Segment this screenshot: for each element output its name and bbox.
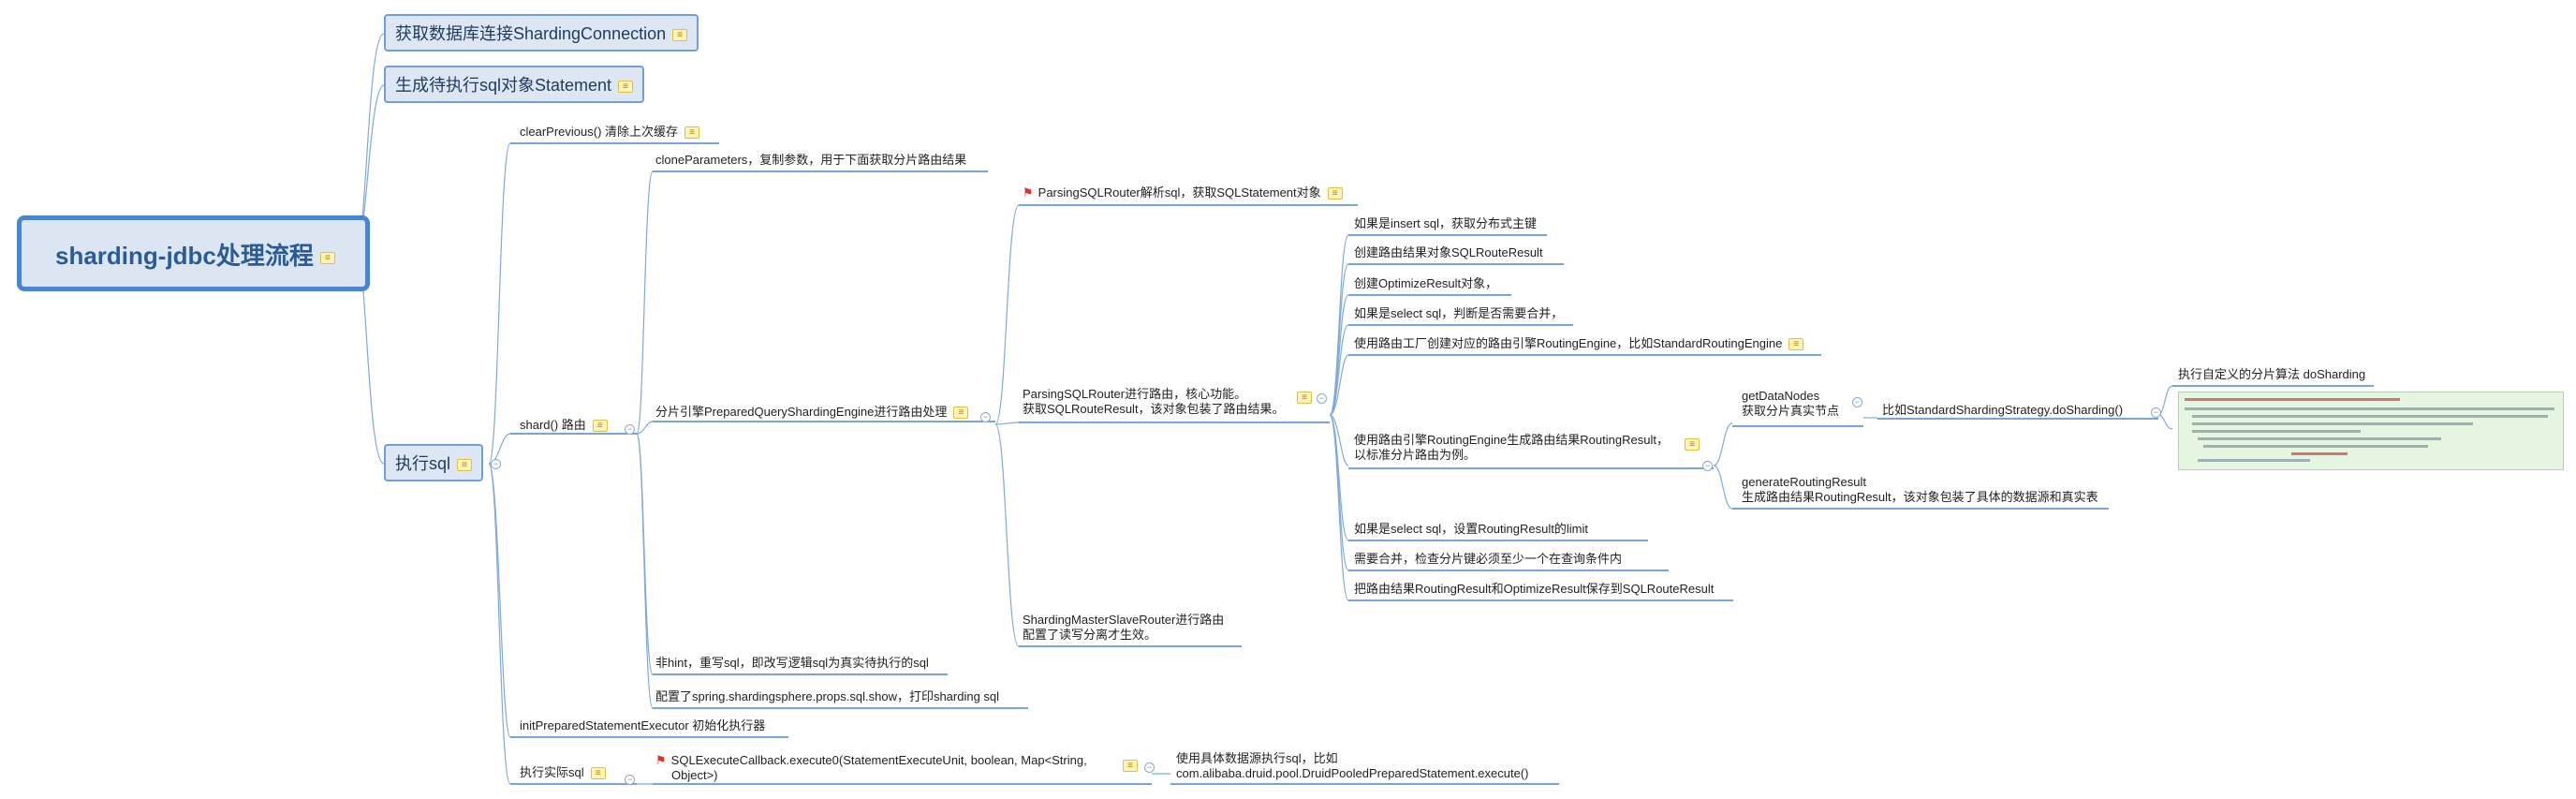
- topic-label-line1: ShardingMasterSlaveRouter进行路由: [1023, 613, 1225, 627]
- topic-label: 如果是insert sql，获取分布式主键: [1354, 216, 1538, 230]
- note-icon[interactable]: ≡: [1123, 760, 1138, 772]
- topic-clone-params[interactable]: cloneParameters，复制参数，用于下面获取分片路由结果: [655, 153, 966, 168]
- topic-label: 比如StandardShardingStrategy.doSharding(): [1882, 403, 2124, 417]
- topic-label: 生成待执行sql对象Statement: [395, 76, 612, 95]
- topic-master-slave-router[interactable]: ShardingMasterSlaveRouter进行路由 配置了读写分离才生效…: [1023, 613, 1224, 643]
- collapse-toggle-icon[interactable]: −: [491, 459, 501, 469]
- topic-parsing-router[interactable]: ParsingSQLRouter进行路由，核心功能。 获取SQLRouteRes…: [1023, 387, 1285, 417]
- note-icon[interactable]: ≡: [319, 251, 335, 264]
- topic-init-executor[interactable]: initPreparedStatementExecutor 初始化执行器: [520, 718, 765, 733]
- topic-label: 执行实际sql: [520, 765, 584, 779]
- step-create-route-result[interactable]: 创建路由结果对象SQLRouteResult: [1354, 245, 1543, 260]
- topic-generate-routing-result[interactable]: generateRoutingResult 生成路由结果RoutingResul…: [1742, 475, 2098, 505]
- note-icon[interactable]: ≡: [592, 420, 608, 433]
- collapse-toggle-icon[interactable]: −: [625, 424, 635, 435]
- step-routing-factory[interactable]: 使用路由工厂创建对应的路由引擎RoutingEngine，比如StandardR…: [1354, 336, 1804, 351]
- collapse-toggle-icon[interactable]: −: [1144, 762, 1155, 773]
- step-create-optimize[interactable]: 创建OptimizeResult对象，: [1354, 276, 1497, 291]
- collapse-toggle-icon[interactable]: −: [625, 775, 635, 785]
- topic-label-line2: 获取SQLRouteResult，该对象包装了路由结果。: [1023, 402, 1285, 416]
- topic-label-line1: getDataNodes: [1742, 389, 1820, 403]
- step-insert-key[interactable]: 如果是insert sql，获取分布式主键: [1354, 216, 1537, 231]
- topic-label: 配置了spring.shardingsphere.props.sql.show，…: [655, 689, 1000, 703]
- code-snippet-image: [2178, 392, 2564, 470]
- collapse-toggle-icon[interactable]: −: [980, 412, 991, 422]
- topic-config-show[interactable]: 配置了spring.shardingsphere.props.sql.show，…: [655, 689, 999, 704]
- topic-label: 分片引擎PreparedQueryShardingEngine进行路由处理: [655, 405, 948, 419]
- topic-parse-sql[interactable]: ⚑ ParsingSQLRouter解析sql，获取SQLStatement对象 ≡: [1023, 185, 1343, 200]
- note-icon[interactable]: ≡: [590, 767, 606, 780]
- topic-execute-callback[interactable]: ⚑SQLExecuteCallback.execute0(StatementEx…: [655, 753, 1087, 783]
- topic-label: 创建路由结果对象SQLRouteResult: [1354, 245, 1543, 259]
- topic-label-line2: 生成路由结果RoutingResult，该对象包装了具体的数据源和真实表: [1742, 490, 2098, 504]
- topic-label-line2: com.alibaba.druid.pool.DruidPooledPrepar…: [1176, 766, 1529, 780]
- note-icon[interactable]: ≡: [618, 80, 634, 93]
- step-save-result[interactable]: 把路由结果RoutingResult和OptimizeResult保存到SQLR…: [1354, 582, 1714, 597]
- step-merge-check[interactable]: 需要合并，检查分片键必须至少一个在查询条件内: [1354, 552, 1622, 567]
- topic-rewrite-sql[interactable]: 非hint，重写sql，即改写逻辑sql为真实待执行的sql: [655, 656, 929, 671]
- topic-label: 获取数据库连接ShardingConnection: [395, 24, 667, 43]
- topic-label-line1: 使用具体数据源执行sql，比如: [1176, 751, 1338, 765]
- topic-shard[interactable]: shard() 路由 ≡: [520, 418, 608, 433]
- topic-label: 把路由结果RoutingResult和OptimizeResult保存到SQLR…: [1354, 582, 1715, 596]
- step-select-merge[interactable]: 如果是select sql，判断是否需要合并，: [1354, 306, 1563, 321]
- topic-clear-previous[interactable]: clearPrevious() 清除上次缓存 ≡: [520, 125, 700, 140]
- root-label: sharding-jdbc处理流程: [55, 242, 314, 270]
- note-icon[interactable]: ≡: [1297, 392, 1312, 404]
- note-icon[interactable]: ≡: [1327, 187, 1343, 200]
- topic-create-statement[interactable]: 生成待执行sql对象Statement ≡: [384, 66, 645, 103]
- topic-druid-execute[interactable]: 使用具体数据源执行sql，比如 com.alibaba.druid.pool.D…: [1176, 751, 1529, 781]
- topic-sharding-engine[interactable]: 分片引擎PreparedQueryShardingEngine进行路由处理 ≡: [655, 405, 969, 420]
- topic-custom-algorithm[interactable]: 执行自定义的分片算法 doSharding: [2178, 367, 2365, 382]
- topic-label-line2: 配置了读写分离才生效。: [1023, 628, 1157, 642]
- collapse-toggle-icon[interactable]: −: [1852, 397, 1862, 407]
- topic-execute-sql[interactable]: 执行sql ≡: [384, 444, 484, 481]
- collapse-toggle-icon[interactable]: −: [2151, 407, 2161, 418]
- topic-label: initPreparedStatementExecutor 初始化执行器: [520, 718, 766, 732]
- topic-label-line2: 获取分片真实节点: [1742, 404, 1840, 418]
- note-icon[interactable]: ≡: [1788, 338, 1804, 351]
- flag-icon: ⚑: [655, 753, 667, 767]
- topic-label: 执行sql: [395, 454, 451, 473]
- step-select-limit[interactable]: 如果是select sql，设置RoutingResult的limit: [1354, 522, 1588, 537]
- topic-label-line1: generateRoutingResult: [1742, 475, 1866, 489]
- topic-label-line1: SQLExecuteCallback.execute0(StatementExe…: [670, 753, 1087, 767]
- topic-get-connection[interactable]: 获取数据库连接ShardingConnection ≡: [384, 14, 699, 52]
- note-icon[interactable]: ≡: [684, 126, 700, 140]
- collapse-toggle-icon[interactable]: −: [1317, 393, 1327, 404]
- topic-label-line1: ParsingSQLRouter进行路由，核心功能。: [1023, 387, 1247, 401]
- topic-label: shard() 路由: [520, 418, 586, 432]
- topic-label-line1: 使用路由引擎RoutingEngine生成路由结果RoutingResult，: [1354, 433, 1669, 447]
- topic-label: 如果是select sql，判断是否需要合并，: [1354, 306, 1564, 320]
- topic-label-line2: 以标准分片路由为例。: [1354, 448, 1477, 462]
- note-icon[interactable]: ≡: [672, 28, 688, 41]
- topic-label: 使用路由工厂创建对应的路由引擎RoutingEngine，比如StandardR…: [1354, 336, 1783, 350]
- root-topic[interactable]: sharding-jdbc处理流程 ≡: [17, 215, 370, 291]
- topic-label: 非hint，重写sql，即改写逻辑sql为真实待执行的sql: [655, 656, 929, 670]
- topic-label: 创建OptimizeResult对象，: [1354, 276, 1498, 290]
- note-icon[interactable]: ≡: [1685, 438, 1700, 451]
- topic-execute-actual[interactable]: 执行实际sql ≡: [520, 765, 606, 780]
- topic-label: clearPrevious() 清除上次缓存: [520, 125, 679, 139]
- note-icon[interactable]: ≡: [457, 458, 473, 471]
- flag-icon: ⚑: [1023, 185, 1034, 200]
- topic-get-data-nodes[interactable]: getDataNodes 获取分片真实节点: [1742, 389, 1839, 419]
- collapse-toggle-icon[interactable]: −: [1702, 461, 1713, 471]
- topic-label: 如果是select sql，设置RoutingResult的limit: [1354, 522, 1588, 536]
- topic-label-line2: Object>): [671, 768, 718, 782]
- topic-label: ParsingSQLRouter解析sql，获取SQLStatement对象: [1038, 185, 1321, 200]
- step-generate-routing[interactable]: 使用路由引擎RoutingEngine生成路由结果RoutingResult， …: [1354, 433, 1669, 463]
- topic-standard-strategy[interactable]: 比如StandardShardingStrategy.doSharding(): [1882, 403, 2123, 418]
- topic-label: 执行自定义的分片算法 doSharding: [2178, 367, 2366, 381]
- topic-label: 需要合并，检查分片键必须至少一个在查询条件内: [1354, 552, 1623, 566]
- note-icon[interactable]: ≡: [953, 407, 969, 420]
- topic-label: cloneParameters，复制参数，用于下面获取分片路由结果: [655, 153, 967, 167]
